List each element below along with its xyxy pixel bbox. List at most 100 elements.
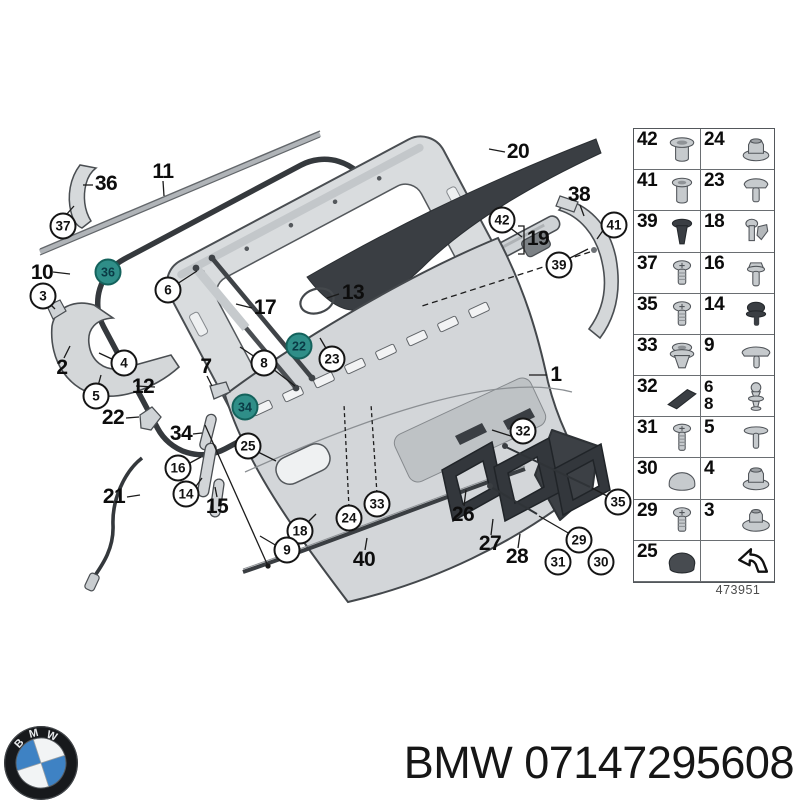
drain-hose bbox=[84, 456, 144, 592]
plate-pins bbox=[487, 443, 591, 515]
callout-38[interactable]: 38 bbox=[567, 183, 591, 206]
rivet-nut-icon bbox=[666, 133, 698, 165]
callout-32[interactable]: 32 bbox=[509, 417, 537, 445]
callout-4[interactable]: 4 bbox=[110, 349, 138, 377]
edge-protection-strip bbox=[38, 130, 322, 256]
legend-cell-33[interactable]: 33 bbox=[634, 334, 701, 377]
adhesive-pad-icon bbox=[666, 380, 698, 412]
callout-36[interactable]: 36 bbox=[94, 172, 118, 195]
legend-item-number: 14 bbox=[704, 293, 725, 315]
legend-cell-37[interactable]: 37 bbox=[634, 252, 701, 294]
callout-41[interactable]: 41 bbox=[600, 211, 628, 239]
legend-item-number: 9 bbox=[704, 334, 715, 356]
callout-11[interactable]: 11 bbox=[152, 160, 174, 183]
callout-3[interactable]: 3 bbox=[29, 282, 57, 310]
legend-item-number: 31 bbox=[637, 417, 658, 439]
flange-nut-icon bbox=[740, 133, 772, 165]
callout-20[interactable]: 20 bbox=[506, 140, 530, 163]
dashed-alignment-lines bbox=[343, 251, 591, 509]
legend-item-number: 32 bbox=[637, 376, 658, 398]
plug-dark-icon bbox=[666, 545, 698, 577]
legend-cell-14[interactable]: 14 bbox=[701, 294, 774, 335]
legend-cell-4[interactable]: 4 bbox=[701, 458, 774, 500]
dark-bolt-icon bbox=[740, 298, 772, 330]
legend-item-number: 35 bbox=[637, 293, 658, 315]
legend-cell-9[interactable]: 9 bbox=[701, 334, 774, 377]
callout-42[interactable]: 42 bbox=[488, 206, 516, 234]
legend-cell-42[interactable]: 42 bbox=[634, 129, 701, 171]
callout-33[interactable]: 33 bbox=[363, 490, 391, 518]
expanding-rivet-icon bbox=[666, 215, 698, 247]
legend-cell-25[interactable]: 25 bbox=[634, 540, 701, 582]
callout-34-highlight[interactable]: 34 bbox=[231, 393, 259, 421]
callout-13[interactable]: 13 bbox=[341, 281, 365, 304]
callout-15[interactable]: 15 bbox=[205, 495, 229, 518]
callout-22-highlight[interactable]: 22 bbox=[285, 332, 313, 360]
callout-26[interactable]: 26 bbox=[451, 503, 475, 526]
callout-7[interactable]: 7 bbox=[200, 355, 212, 378]
washer-nut-icon bbox=[740, 504, 772, 536]
callout-36-highlight[interactable]: 36 bbox=[94, 258, 122, 286]
callout-2[interactable]: 2 bbox=[56, 356, 68, 379]
legend-cell-23[interactable]: 23 bbox=[701, 170, 774, 212]
legend-cell-29[interactable]: 29 bbox=[634, 499, 701, 541]
legend-cell-5[interactable]: 5 bbox=[701, 417, 774, 459]
callout-27[interactable]: 27 bbox=[478, 532, 502, 555]
legend-cell-3[interactable]: 3 bbox=[701, 500, 774, 541]
callout-17[interactable]: 17 bbox=[253, 296, 277, 319]
legend-item-number: 4 bbox=[704, 458, 715, 480]
callout-23[interactable]: 23 bbox=[318, 345, 346, 373]
legend-item-number: 5 bbox=[704, 417, 715, 439]
callout-18[interactable]: 18 bbox=[286, 517, 314, 545]
bmw-logo: B M W bbox=[4, 726, 78, 800]
legend-cell-31[interactable]: 31 bbox=[634, 417, 701, 459]
legend-cell-39[interactable]: 39 bbox=[634, 211, 701, 253]
legend-cell-32[interactable]: 32 bbox=[634, 376, 701, 418]
callout-28[interactable]: 28 bbox=[505, 545, 529, 568]
callout-37[interactable]: 37 bbox=[49, 212, 77, 240]
legend-cell-30[interactable]: 30 bbox=[634, 458, 701, 500]
legend-cell-24[interactable]: 24 bbox=[701, 129, 774, 171]
small-bracket-7 bbox=[209, 381, 231, 400]
figure-number: 473951 bbox=[715, 583, 761, 597]
legend-item-number: 39 bbox=[637, 211, 658, 233]
legend-cell-16[interactable]: 16 bbox=[701, 253, 774, 294]
callout-40[interactable]: 40 bbox=[352, 548, 376, 571]
legend-cell-arrow[interactable] bbox=[701, 541, 774, 582]
callout-22[interactable]: 22 bbox=[101, 406, 125, 429]
callout-21[interactable]: 21 bbox=[102, 485, 126, 508]
callout-5[interactable]: 5 bbox=[82, 382, 110, 410]
callout-19[interactable]: 19 bbox=[526, 227, 550, 250]
callout-12[interactable]: 12 bbox=[131, 375, 155, 398]
callout-34[interactable]: 34 bbox=[169, 422, 193, 445]
flat-rivet-icon bbox=[740, 421, 772, 453]
callout-9[interactable]: 9 bbox=[273, 536, 301, 564]
bmw-roundel-quadrants bbox=[15, 737, 67, 789]
callout-14[interactable]: 14 bbox=[172, 480, 200, 508]
callout-35[interactable]: 35 bbox=[604, 488, 632, 516]
callout-30[interactable]: 30 bbox=[587, 548, 615, 576]
callout-10[interactable]: 10 bbox=[30, 261, 54, 284]
legend-item-number: 18 bbox=[704, 211, 725, 233]
callout-16[interactable]: 16 bbox=[164, 454, 192, 482]
callout-25[interactable]: 25 bbox=[234, 432, 262, 460]
legend-item-number: 23 bbox=[704, 170, 725, 192]
legend-cell-35[interactable]: 35 bbox=[634, 293, 701, 335]
callout-29[interactable]: 29 bbox=[565, 526, 593, 554]
callout-31[interactable]: 31 bbox=[544, 548, 572, 576]
legend-item-number: 33 bbox=[637, 334, 658, 356]
legend-cell-18[interactable]: 18 bbox=[701, 211, 774, 253]
screw-clip-icon bbox=[740, 215, 772, 247]
callout-24[interactable]: 24 bbox=[335, 504, 363, 532]
pan-screw-icon bbox=[666, 298, 698, 330]
callout-6[interactable]: 6 bbox=[154, 276, 182, 304]
callout-1[interactable]: 1 bbox=[550, 363, 562, 386]
hex-bolt-icon bbox=[740, 257, 772, 289]
callout-39[interactable]: 39 bbox=[545, 251, 573, 279]
legend-item-number: 29 bbox=[637, 499, 658, 521]
push-rivet-icon bbox=[740, 174, 772, 206]
callout-8[interactable]: 8 bbox=[250, 349, 278, 377]
legend-cell-41[interactable]: 41 bbox=[634, 170, 701, 212]
